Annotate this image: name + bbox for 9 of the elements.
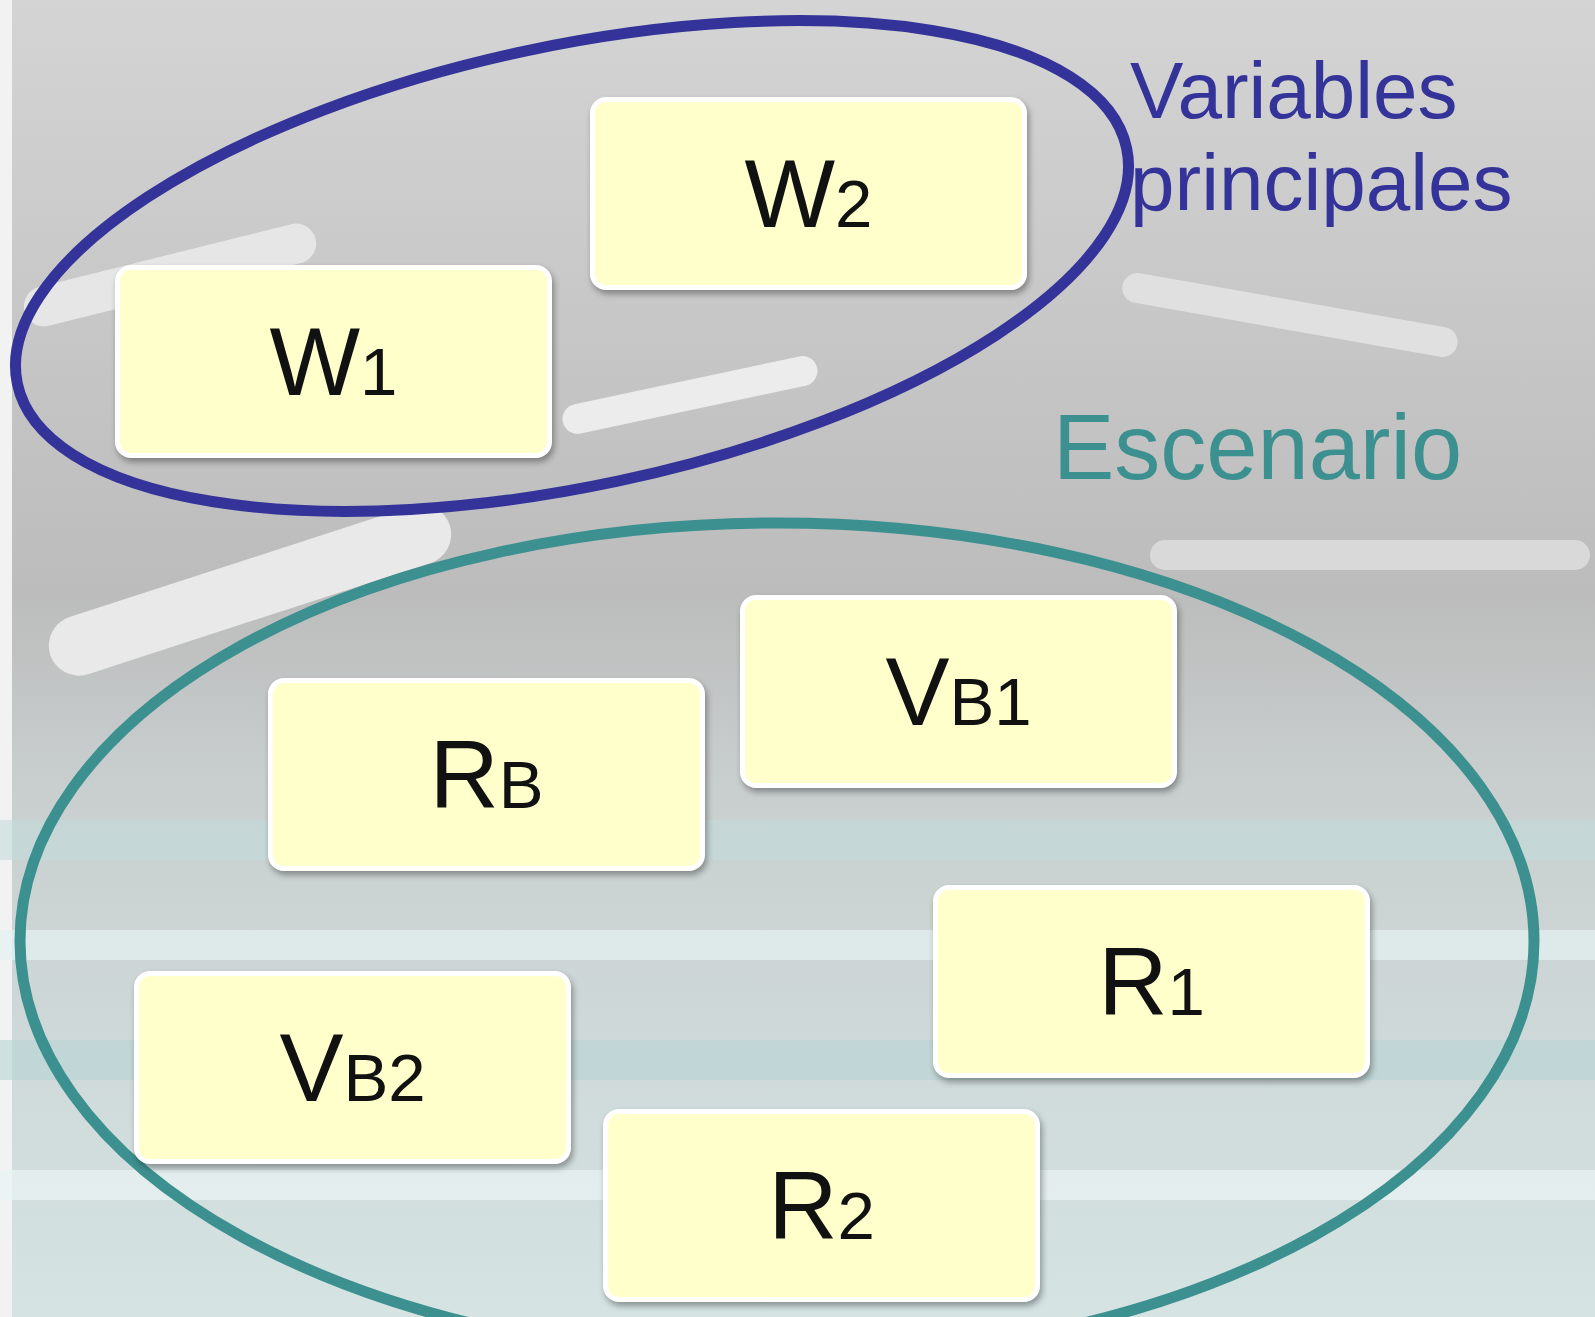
variable-box <box>268 678 705 871</box>
variable-box <box>603 1109 1040 1302</box>
group-heading: Variables principales <box>1130 45 1514 229</box>
variable-box <box>115 265 552 458</box>
variable-box <box>933 885 1370 1078</box>
variable-box <box>590 97 1027 290</box>
variable-box <box>740 595 1177 788</box>
variable-box <box>134 971 571 1164</box>
group-heading: Escenario <box>1053 395 1464 500</box>
